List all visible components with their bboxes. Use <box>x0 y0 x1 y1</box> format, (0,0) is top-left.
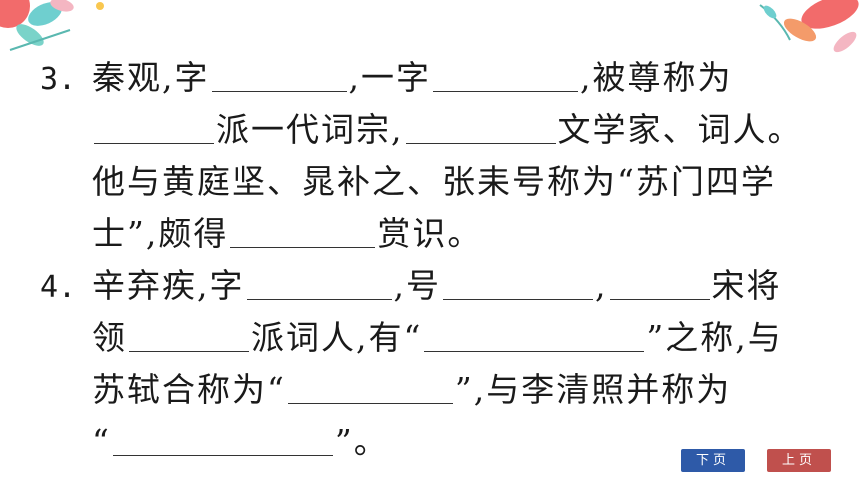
answer-blank[interactable] <box>443 269 593 300</box>
question-number: 3. <box>40 62 77 97</box>
answer-blank[interactable] <box>246 269 392 300</box>
question-4-line-4: “”。 <box>92 422 389 461</box>
answer-blank[interactable] <box>112 425 333 456</box>
answer-blank[interactable] <box>433 61 578 92</box>
answer-blank[interactable] <box>287 373 453 404</box>
next-page-button[interactable]: 下页 <box>681 449 745 472</box>
floral-decoration-right-icon <box>759 0 859 53</box>
previous-page-button[interactable]: 上页 <box>767 449 831 472</box>
answer-blank[interactable] <box>129 321 249 352</box>
answer-blank[interactable] <box>211 61 347 92</box>
question-4-line-1: 4.辛弃疾,字,号,宋将 <box>40 260 840 312</box>
question-3-line-3: 他与黄庭坚、晁补之、张耒号称为“苏门四学 <box>92 162 776 201</box>
question-3-line-2: 派一代词宗,文学家、词人。 <box>40 104 840 156</box>
answer-blank[interactable] <box>94 113 214 144</box>
answer-blank[interactable] <box>424 321 645 352</box>
question-3-line-4: 士”,颇得赏识。 <box>92 214 483 253</box>
question-4-line-2: 领派词人,有“”之称,与 <box>92 318 783 357</box>
question-content: 3.秦观,字,一字,被尊称为 派一代词宗,文学家、词人。 他与黄庭坚、晁补之、张… <box>40 52 840 468</box>
answer-blank[interactable] <box>230 217 376 248</box>
question-3-line-1: 3.秦观,字,一字,被尊称为 <box>40 52 840 104</box>
answer-blank[interactable] <box>609 269 710 300</box>
question-4-line-3: 苏轼合称为“”,与李清照并称为 <box>92 370 732 409</box>
question-number: 4. <box>40 270 77 305</box>
floral-decoration-left-icon <box>0 0 104 51</box>
answer-blank[interactable] <box>405 113 556 144</box>
